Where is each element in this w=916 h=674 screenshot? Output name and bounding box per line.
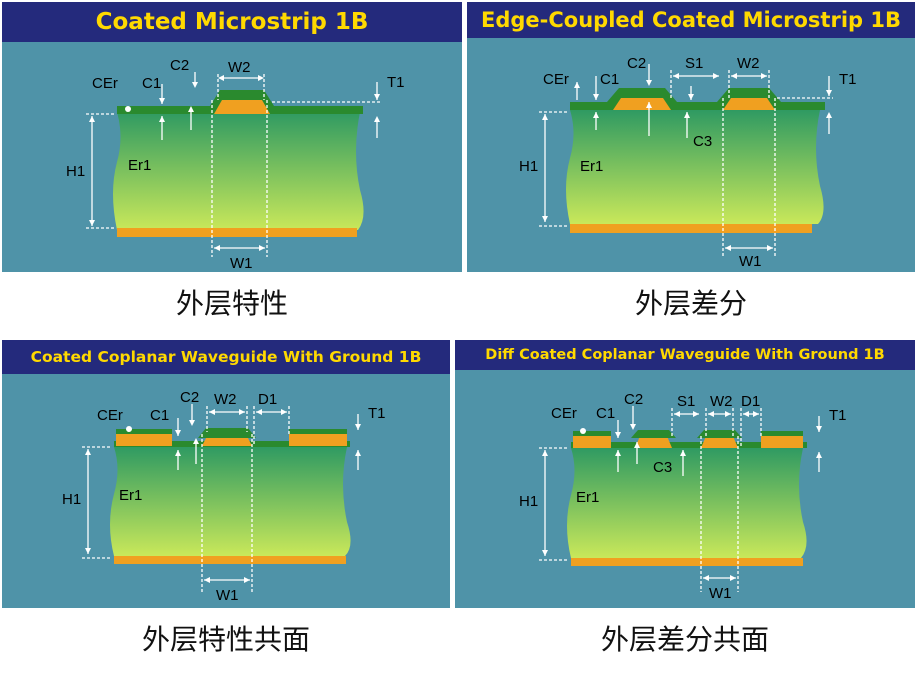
label-c2: C2: [170, 57, 189, 74]
caption-panel-2: 外层差分: [634, 287, 747, 320]
coplanar-ground-left: [573, 436, 611, 448]
coating-bump-right: [697, 430, 742, 438]
ground-plane: [114, 556, 346, 564]
label-w1: W1: [230, 255, 253, 272]
caption-panel-3: 外层特性共面: [141, 623, 310, 656]
label-cer: CEr: [551, 405, 577, 422]
coating-bump-left: [631, 430, 676, 438]
label-cer: CEr: [543, 71, 569, 88]
coplanar-ground-left: [116, 434, 172, 446]
panel-coated-microstrip: Coated Microstrip 1B: [2, 2, 462, 272]
label-w1: W1: [709, 585, 732, 602]
label-er1: Er1: [576, 489, 599, 506]
label-c2: C2: [180, 389, 199, 406]
coplanar-ground-left-coat: [573, 431, 611, 436]
ground-plane: [117, 228, 357, 237]
substrate: [113, 112, 364, 230]
label-t1: T1: [839, 71, 857, 88]
label-d1: D1: [741, 393, 760, 410]
panel-title: Coated Coplanar Waveguide With Ground 1B: [2, 340, 450, 374]
label-h1: H1: [519, 158, 538, 175]
label-c2: C2: [627, 55, 646, 72]
label-w2: W2: [710, 393, 733, 410]
coplanar-ground-right-coat: [289, 429, 347, 434]
label-er1: Er1: [128, 157, 151, 174]
label-s1: S1: [685, 55, 703, 72]
ground-plane: [570, 224, 812, 233]
panel-edge-coupled-microstrip: Edge-Coupled Coated Microstrip 1B: [467, 2, 915, 272]
substrate: [110, 447, 351, 556]
coplanar-ground-right: [761, 436, 803, 448]
label-w2: W2: [214, 391, 237, 408]
label-w2: W2: [737, 55, 760, 72]
panel-diff-coated-coplanar-waveguide: Diff Coated Coplanar Waveguide With Grou…: [455, 340, 915, 608]
label-t1: T1: [387, 74, 405, 91]
panel-title: Coated Microstrip 1B: [2, 2, 462, 42]
label-er1: Er1: [119, 487, 142, 504]
panel-coated-coplanar-waveguide: Coated Coplanar Waveguide With Ground 1B: [2, 340, 450, 608]
label-cer: CEr: [92, 75, 118, 92]
label-h1: H1: [519, 493, 538, 510]
caption-panel-1: 外层特性: [175, 287, 288, 320]
label-t1: T1: [368, 405, 386, 422]
label-cer: CEr: [97, 407, 123, 424]
label-h1: H1: [66, 163, 85, 180]
substrate: [567, 448, 807, 558]
coplanar-ground-right: [289, 434, 347, 446]
label-h1: H1: [62, 491, 81, 508]
edge-coupled-microstrip-diagram: CEr C1 C2 S1 W2 T1 C3 H1 Er1 W1: [519, 55, 857, 270]
label-c1: C1: [142, 75, 161, 92]
panel-title: Edge-Coupled Coated Microstrip 1B: [467, 2, 915, 38]
label-er1: Er1: [580, 158, 603, 175]
caption-panel-4: 外层差分共面: [600, 623, 769, 656]
label-c3: C3: [653, 459, 672, 476]
label-c1: C1: [150, 407, 169, 424]
ground-plane: [571, 558, 803, 566]
coated-coplanar-waveguide-diagram: CEr C1 C2 W2 D1 T1 H1 Er1 W1: [62, 389, 386, 604]
coating-bump: [198, 428, 256, 438]
coating-layer: [571, 442, 807, 448]
label-w1: W1: [739, 253, 762, 270]
coplanar-ground-left-coat: [116, 429, 172, 434]
trace-left: [613, 98, 671, 110]
trace-right: [723, 98, 775, 110]
label-c2: C2: [624, 391, 643, 408]
coated-microstrip-diagram: CEr C1 C2 W2 T1 H1 Er1 W1: [66, 57, 405, 272]
label-s1: S1: [677, 393, 695, 410]
trace-left: [635, 436, 672, 448]
label-c3: C3: [693, 133, 712, 150]
label-c1: C1: [596, 405, 615, 422]
label-w2: W2: [228, 59, 251, 76]
panel-title: Diff Coated Coplanar Waveguide With Grou…: [455, 340, 915, 370]
trace-conductor: [214, 100, 270, 114]
diff-coated-coplanar-waveguide-diagram: CEr C1 C2 S1 W2 D1 T1 C3 H1 Er1 W1: [519, 391, 847, 602]
coplanar-ground-right-coat: [761, 431, 803, 436]
label-d1: D1: [258, 391, 277, 408]
label-w1: W1: [216, 587, 239, 604]
label-t1: T1: [829, 407, 847, 424]
substrate: [566, 110, 824, 224]
trace-right: [701, 436, 738, 448]
coating-layer: [570, 102, 825, 110]
label-c1: C1: [600, 71, 619, 88]
